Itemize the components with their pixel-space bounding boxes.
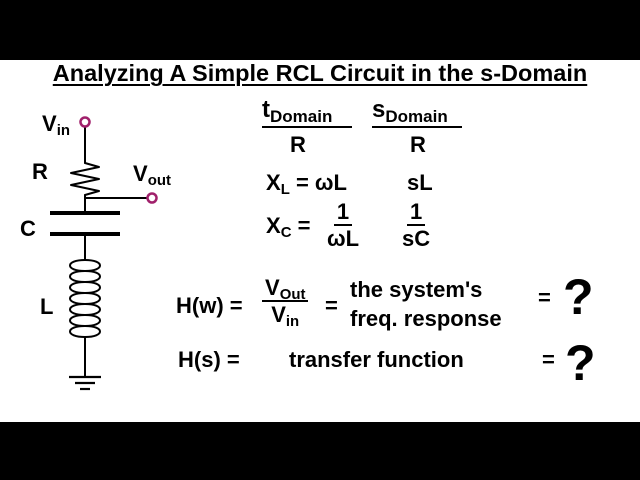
- resistor-symbol: [70, 162, 100, 196]
- slide-title: Analyzing A Simple RCL Circuit in the s-…: [52, 60, 588, 86]
- slide-canvas: Analyzing A Simple RCL Circuit in the s-…: [0, 60, 640, 422]
- hw-lhs: H(w) =: [176, 293, 243, 318]
- xl-expression: XL = ωL: [266, 170, 347, 199]
- capacitor-top-plate: [50, 211, 120, 215]
- s-domain-header: sDomain: [372, 96, 448, 126]
- inductor-coil: [69, 259, 101, 338]
- vin-label: Vin: [42, 111, 70, 140]
- resistor-label: R: [32, 159, 48, 184]
- xc-t-denominator: ωL: [327, 226, 360, 251]
- hs-lhs: H(s) =: [178, 347, 240, 372]
- xc-expression: XC =: [266, 213, 311, 242]
- xc-s-denominator: sC: [402, 226, 431, 251]
- hs-equals: =: [542, 347, 555, 372]
- xc-t-domain-fraction: 1 ωL: [324, 201, 362, 250]
- hs-desc: transfer function: [289, 347, 464, 372]
- hw-unknown-mark: ?: [563, 269, 594, 325]
- hs-unknown-mark: ?: [565, 335, 596, 391]
- xc-t-numerator: 1: [333, 201, 353, 226]
- hw-equals: =: [325, 293, 338, 318]
- s-domain-r: R: [410, 132, 426, 157]
- hw-numerator: VOut: [262, 277, 309, 302]
- t-domain-r: R: [290, 132, 306, 157]
- vout-terminal-dot: [146, 192, 158, 204]
- capacitor-bottom-plate: [50, 232, 120, 236]
- capacitor-symbol: [50, 211, 120, 236]
- hw-equals-2: =: [538, 285, 551, 310]
- xl-s-domain: sL: [407, 170, 433, 195]
- s-domain-underline: [372, 126, 462, 128]
- t-domain-header: tDomain: [262, 96, 333, 126]
- vout-label: Vout: [133, 161, 171, 190]
- xc-s-domain-fraction: 1 sC: [399, 201, 433, 250]
- vin-terminal-dot: [79, 116, 91, 128]
- vout-over-vin-fraction: VOut Vin: [262, 277, 309, 331]
- hw-desc-line2: freq. response: [350, 306, 502, 331]
- t-domain-underline: [262, 126, 352, 128]
- ground-icon: [69, 375, 101, 391]
- xc-s-numerator: 1: [406, 201, 426, 226]
- hw-denominator: Vin: [271, 302, 300, 331]
- capacitor-label: C: [20, 216, 36, 241]
- inductor-label: L: [40, 294, 54, 319]
- hw-desc-line1: the system's: [350, 277, 483, 302]
- rcl-circuit-diagram: [50, 116, 158, 391]
